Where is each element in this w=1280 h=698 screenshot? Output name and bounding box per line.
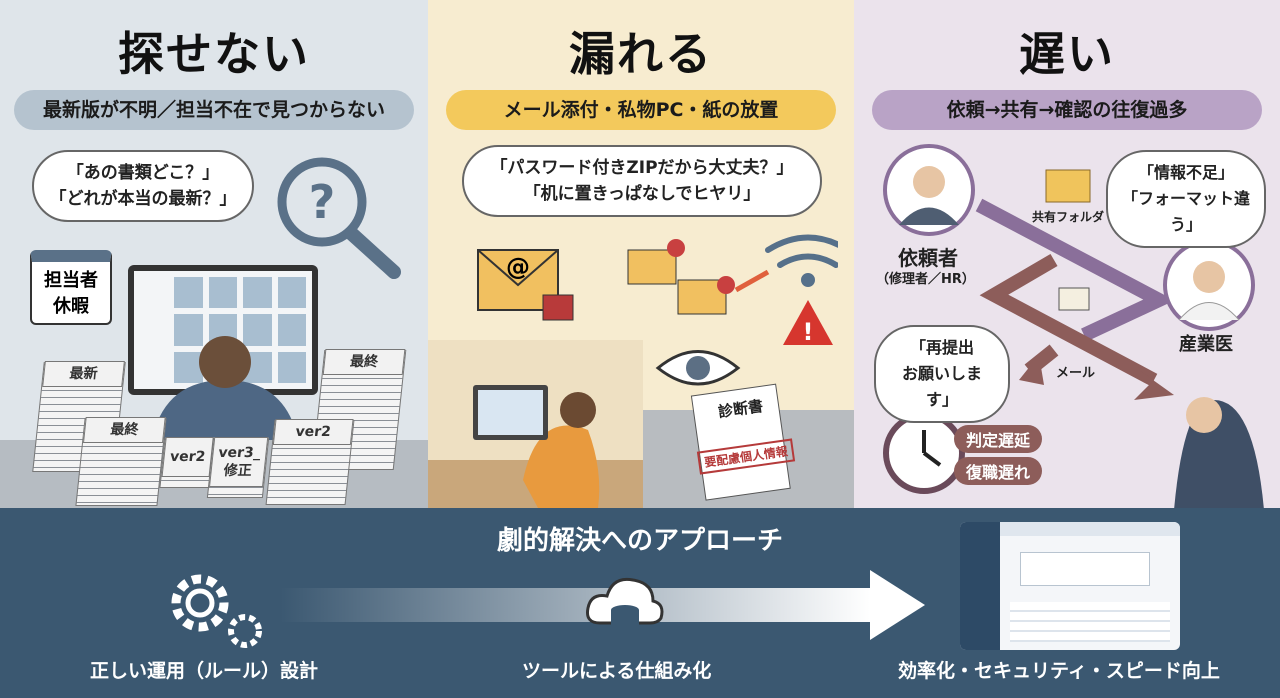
attachment-email-icon bbox=[677, 276, 735, 315]
resubmit-bubble: 「再提出 お願いします」 bbox=[874, 325, 1010, 423]
bubble-line: 「情報不足」 bbox=[1137, 163, 1234, 182]
requester-label: 依頼者 bbox=[898, 246, 958, 270]
paper-stack: ver2 bbox=[265, 419, 355, 505]
paper-stack-label: ver2 bbox=[161, 437, 214, 477]
envelope-icon bbox=[1058, 287, 1090, 311]
bubble-line: 「あの書類どこ？」 bbox=[66, 163, 220, 183]
paper-stack: ver2 bbox=[159, 437, 215, 488]
back-and-forth-flow bbox=[883, 144, 1264, 508]
paper-stack-label: ver2 bbox=[272, 419, 354, 445]
svg-text:!: ! bbox=[803, 318, 814, 346]
panel-title: 遅い bbox=[1019, 27, 1115, 81]
shared-folder-label: 共有フォルダ bbox=[1032, 210, 1105, 224]
judgment-delay-tag: 判定遅延 bbox=[954, 425, 1043, 453]
paper-stack-label: 最終 bbox=[82, 417, 166, 443]
svg-text:@: @ bbox=[506, 253, 530, 281]
svg-text:?: ? bbox=[309, 175, 336, 229]
bubble-line: 「再提出 bbox=[909, 338, 974, 357]
return-delay-tag: 復職遅れ bbox=[954, 457, 1043, 485]
solution-title: 劇的解決へのアプローチ bbox=[496, 526, 783, 556]
paper-stack: ver3_修正 bbox=[206, 437, 270, 498]
doctor-label: 産業医 bbox=[1179, 334, 1233, 355]
panel-title: 探せない bbox=[118, 27, 310, 81]
panel-title: 漏れる bbox=[569, 27, 713, 81]
wifi-icon bbox=[765, 234, 838, 287]
step-rule-design: 正しい運用（ルール）設計 bbox=[90, 660, 319, 682]
email-leak-illustration: @ ! bbox=[477, 234, 838, 346]
folder-icon bbox=[1045, 169, 1091, 203]
medical-certificate bbox=[690, 383, 791, 501]
speech-bubble: 「パスワード付きZIPだから大丈夫？」 「机に置きっぱなしでヒヤリ」 bbox=[462, 145, 822, 217]
solution-band: 劇的解決へのアプローチ 正しい運用（ルール）設計 ツールによる仕組み化 効率化・… bbox=[0, 508, 1280, 698]
attachment-email-icon bbox=[627, 239, 685, 285]
calendar-vacation: 担当者 休暇 bbox=[30, 250, 112, 325]
stressed-man bbox=[150, 336, 300, 450]
paper-stack-label: 最新 bbox=[42, 361, 125, 387]
progress-arrow bbox=[280, 570, 925, 640]
step-outcome: 効率化・セキュリティ・スピード向上 bbox=[898, 660, 1220, 682]
bubble-line: 「パスワード付きZIPだから大丈夫？」 bbox=[490, 158, 794, 178]
cloud-database-icon bbox=[586, 577, 664, 640]
paper-stack: 最終 bbox=[75, 417, 167, 506]
thought-bubble: 「あの書類どこ？」 「どれが本当の最新？」 bbox=[32, 150, 254, 222]
mail-label: メール bbox=[1056, 366, 1096, 381]
calendar-line: 休暇 bbox=[53, 296, 89, 317]
panel-subtitle: 依頼→共有→確認の往復過多 bbox=[872, 90, 1262, 130]
cafe-and-desk-scene bbox=[428, 340, 854, 508]
magnifier-question-icon: ? bbox=[277, 157, 401, 279]
paper-stack-label: ver3_修正 bbox=[209, 437, 269, 487]
eye-icon bbox=[655, 350, 741, 386]
panel-slow: 遅い 依頼→共有→確認の往復過多 「情報不足」 「フォーマット違う」 「再提出 … bbox=[854, 0, 1280, 508]
gears-icon bbox=[171, 574, 262, 648]
bubble-line: 「机に置きっぱなしでヒヤリ」 bbox=[523, 184, 761, 204]
panel-subtitle: 最新版が不明／担当不在で見つからない bbox=[14, 90, 414, 130]
locked-email-icon: @ bbox=[477, 249, 574, 321]
dashboard-mockup bbox=[960, 522, 1180, 650]
bubble-line: お願いします」 bbox=[901, 364, 982, 409]
feedback-bubble: 「情報不足」 「フォーマット違う」 bbox=[1106, 150, 1266, 248]
paper-stack-label: 最終 bbox=[322, 349, 406, 375]
calendar-line: 担当者 bbox=[44, 270, 98, 291]
bubble-line: 「フォーマット違う」 bbox=[1122, 189, 1251, 234]
bubble-line: 「どれが本当の最新？」 bbox=[49, 189, 237, 209]
warning-icon: ! bbox=[783, 300, 833, 346]
panel-cannot-find: 探せない 最新版が不明／担当不在で見つからない 「あの書類どこ？」 「どれが本当… bbox=[0, 0, 428, 508]
panel-subtitle: メール添付・私物PC・紙の放置 bbox=[446, 90, 836, 130]
step-tooling: ツールによる仕組み化 bbox=[522, 660, 712, 682]
panel-leaks: 漏れる メール添付・私物PC・紙の放置 「パスワード付きZIPだから大丈夫？」 … bbox=[428, 0, 854, 508]
requester-sublabel: （修理者／HR） bbox=[876, 272, 975, 287]
